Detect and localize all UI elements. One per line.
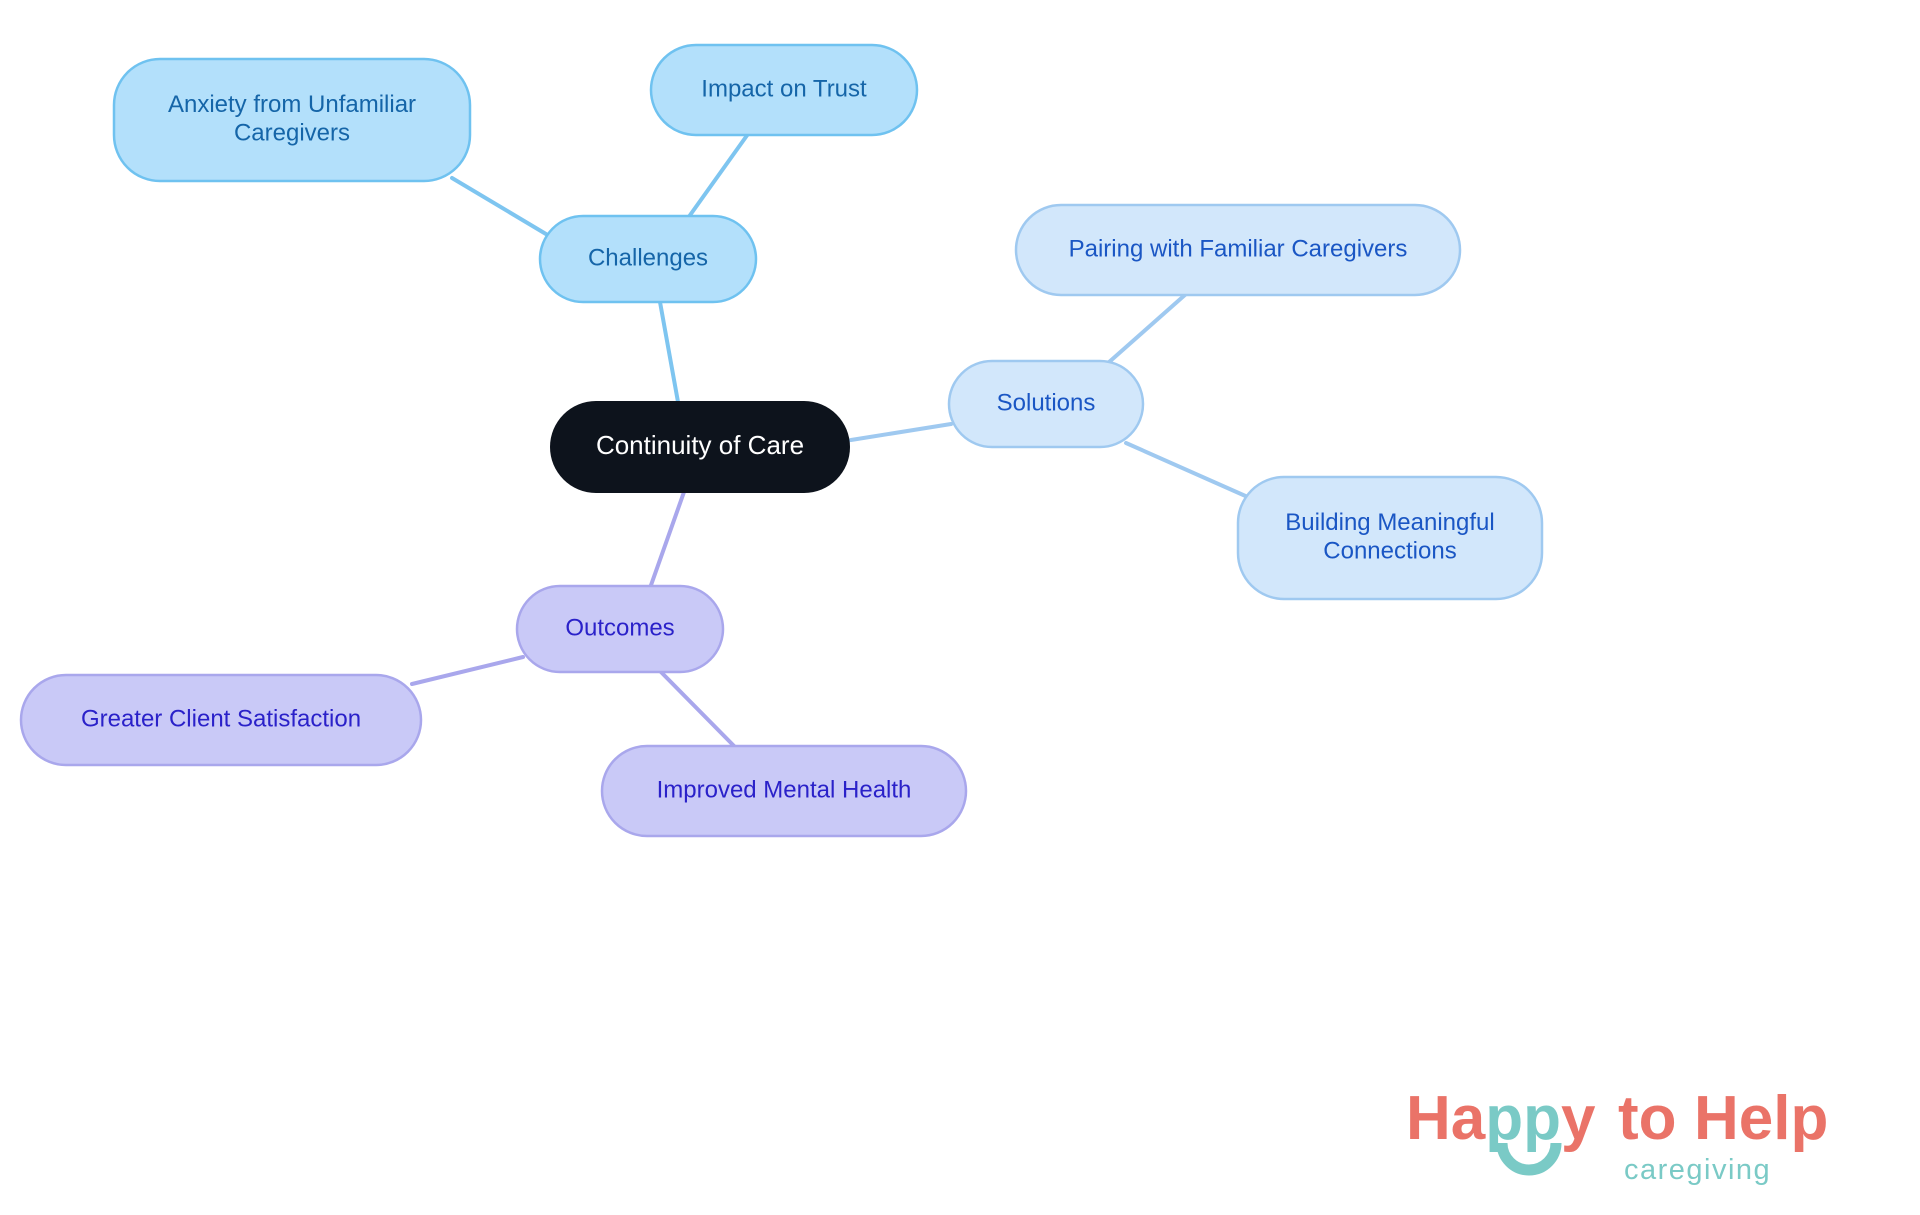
node-shape [538,214,758,304]
node-shape [1014,203,1462,297]
node-label: Challenges [588,244,708,271]
node-shape [19,673,423,767]
node-shape [600,744,968,838]
node-greater-client-satisfaction[interactable]: Greater Client Satisfaction [19,673,423,767]
logo-tagline: caregiving [1624,1154,1771,1186]
connector-outcomes-to-mental-health [658,669,738,750]
node-continuity-of-care[interactable]: Continuity of Care [550,401,850,493]
node-label: Greater Client Satisfaction [81,705,361,732]
node-label: Solutions [997,389,1096,416]
node-outcomes[interactable]: Outcomes [515,584,725,674]
node-improved-mental-health[interactable]: Improved Mental Health [600,744,968,838]
smile-arc-icon [1496,1142,1562,1176]
node-label: Outcomes [565,614,674,641]
connector-center-to-outcomes [648,490,686,590]
happy-to-help-logo-svg: Happy to Help caregiving [1406,1084,1828,1186]
connector-challenges-to-impact [686,132,750,220]
node-label: Caregivers [234,120,350,147]
logo-text-help: Help [1694,1084,1828,1153]
connector-center-to-challenges [658,300,680,404]
node-label: Building Meaningful [1285,509,1494,536]
connector-center-to-solutions [849,422,953,442]
node-shape [550,401,850,493]
node-shape [515,584,725,674]
node-shape [1236,475,1544,601]
logo-text-to: to [1618,1084,1677,1153]
node-solutions[interactable]: Solutions [947,359,1145,449]
connector-challenges-to-anxiety [450,176,558,242]
node-shape [649,43,919,137]
connector-layer [410,132,1252,750]
connector-solutions-to-pairing [1106,292,1188,365]
node-label: Pairing with Familiar Caregivers [1069,235,1408,262]
connector-solutions-to-building [1124,441,1252,500]
node-shape [112,57,472,183]
node-shape [947,359,1145,449]
node-label: Continuity of Care [596,430,804,460]
node-label: Impact on Trust [701,75,867,102]
node-label: Improved Mental Health [657,776,912,803]
logo-text-happy: Happy [1406,1084,1596,1153]
node-label: Anxiety from Unfamiliar [168,91,416,118]
brand-logo: Happy to Help caregiving [1406,1077,1876,1197]
node-challenges[interactable]: Challenges [538,214,758,304]
node-pairing-with-familiar-caregivers[interactable]: Pairing with Familiar Caregivers [1014,203,1462,297]
node-label: Connections [1323,538,1456,565]
connector-outcomes-to-satisfaction [410,655,525,686]
node-impact-on-trust[interactable]: Impact on Trust [649,43,919,137]
